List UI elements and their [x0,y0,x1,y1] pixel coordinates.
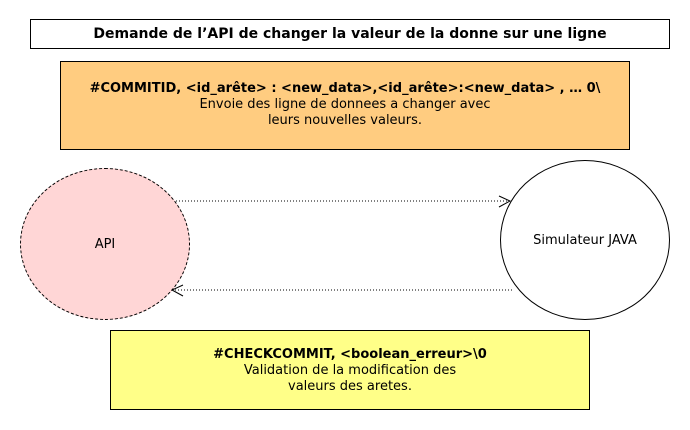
request-message-box: #COMMITID, <id_arête> : <new_data>,<id_a… [60,61,630,150]
simulator-node: Simulateur JAVA [500,160,670,320]
api-node: API [20,168,190,320]
response-command: #CHECKCOMMIT, <boolean_erreur>\0 [213,347,487,362]
request-arrow [176,195,512,208]
api-node-label: API [94,236,116,252]
diagram-title: Demande de l’API de changer la valeur de… [30,19,670,49]
response-message-box: #CHECKCOMMIT, <boolean_erreur>\0 Validat… [110,330,590,410]
simulator-node-label: Simulateur JAVA [533,232,637,248]
response-description: Validation de la modification des valeur… [243,363,457,394]
response-arrow [170,284,512,297]
request-description: Envoie des ligne de donnees a changer av… [199,97,491,128]
request-command: #COMMITID, <id_arête> : <new_data>,<id_a… [89,81,601,96]
